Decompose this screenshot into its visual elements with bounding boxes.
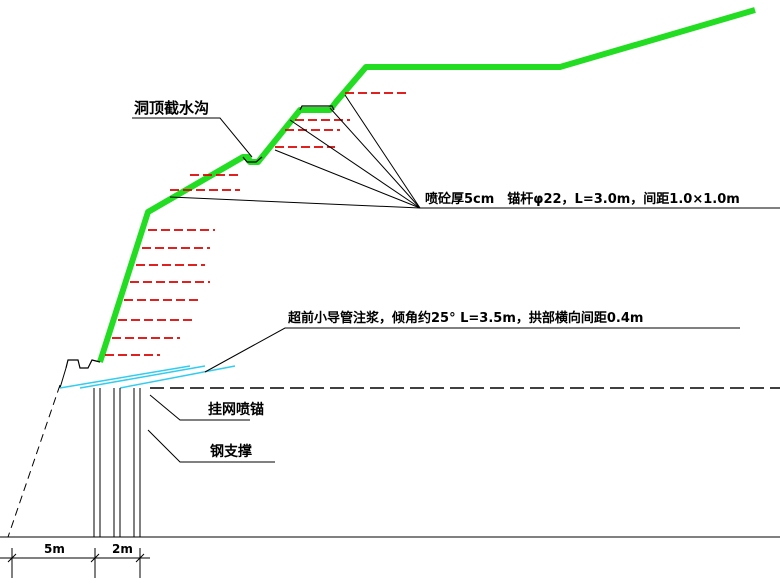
pipe-grouting-leader bbox=[204, 327, 740, 373]
label-steel-support: 钢支撑 bbox=[210, 443, 252, 460]
bolt-leader bbox=[329, 107, 421, 209]
bolt-leader bbox=[344, 94, 421, 209]
shotcrete-slope-line bbox=[97, 7, 756, 363]
dimension-5m: 5m bbox=[44, 542, 65, 556]
berm-lower-ditch bbox=[65, 359, 101, 369]
original-slope-dashed-line bbox=[7, 384, 61, 538]
upper-ditch bbox=[299, 105, 335, 111]
label-mesh-shotcrete: 挂网喷锚 bbox=[208, 401, 264, 418]
steel-support-leader bbox=[147, 429, 275, 463]
mesh-shotcrete-leader bbox=[149, 394, 250, 421]
grout-pipe bbox=[119, 365, 236, 389]
label-shotcrete-bolt: 喷砼厚5cm 锚杆φ22，L=3.0m，间距1.0×1.0m bbox=[425, 191, 740, 207]
dimension-lines bbox=[0, 548, 150, 578]
berm-edge-line bbox=[59, 367, 67, 389]
top-drain-ditch bbox=[242, 156, 263, 163]
anchor-bolts bbox=[105, 92, 408, 356]
bolt-leader bbox=[274, 149, 421, 209]
bolt-leader bbox=[289, 119, 421, 209]
dimension-2m: 2m bbox=[112, 542, 133, 556]
leader-lines bbox=[132, 94, 780, 463]
drain-ditch-leader bbox=[132, 117, 253, 158]
bolt-leader bbox=[169, 196, 421, 209]
label-drain-ditch: 洞顶截水沟 bbox=[134, 99, 209, 117]
grout-pipe bbox=[79, 365, 206, 389]
label-pipe-grouting: 超前小导管注浆，倾角约25° L=3.5m，拱部横向间距0.4m bbox=[288, 310, 643, 326]
advance-grout-pipes bbox=[59, 365, 236, 389]
steel-supports bbox=[93, 388, 141, 537]
grout-pipe bbox=[59, 365, 191, 389]
